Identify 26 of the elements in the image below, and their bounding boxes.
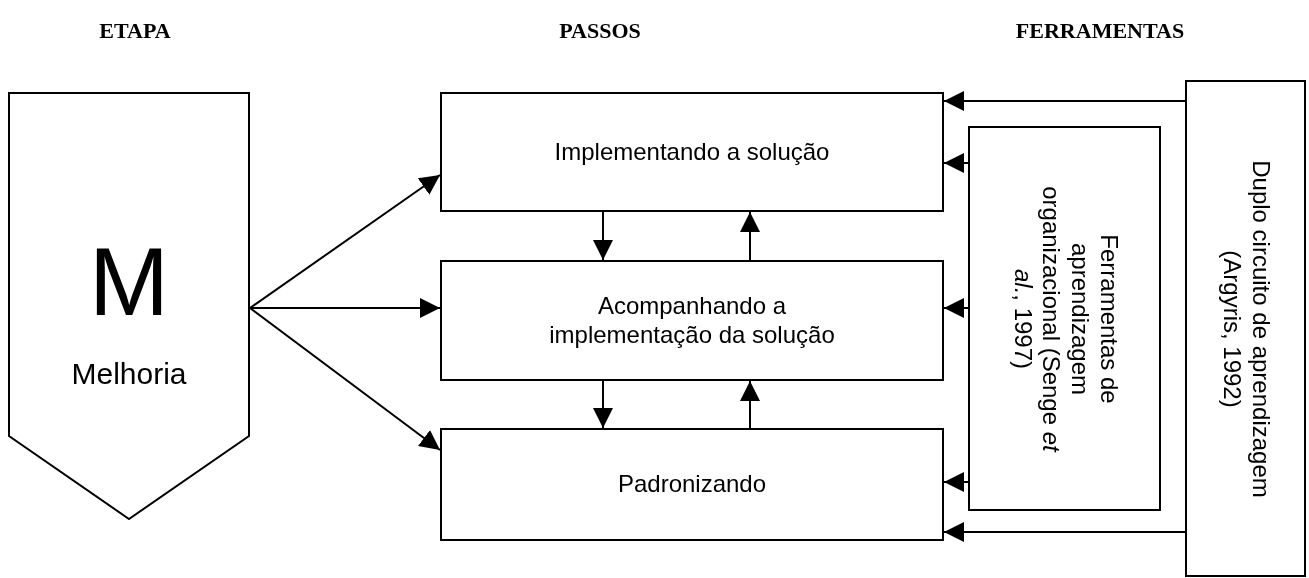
arrow [249,174,441,309]
arrow [593,211,613,261]
tool-box [1185,80,1306,577]
step-text: Acompanhando a implementação da solução [548,291,836,350]
arrow [943,522,1186,542]
arrow [943,91,1186,111]
step-box [440,428,944,541]
arrow [740,211,760,261]
step-box [440,260,944,381]
arrow [740,380,760,429]
arrow [249,298,441,318]
arrow [943,153,969,173]
column-heading: FERRAMENTAS [1015,18,1185,44]
arrow [943,472,969,492]
arrow [943,298,969,318]
step-text: Implementando a solução [554,137,830,167]
column-heading: ETAPA [99,18,171,44]
stage-letter: M [88,227,170,337]
stage-name: Melhoria [70,357,188,392]
tool-box [968,126,1161,511]
arrow [593,380,613,429]
column-heading: PASSOS [559,18,641,44]
step-text: Padronizando [617,470,767,499]
step-box [440,92,944,212]
arrow [249,307,441,451]
tool-text: Duplo circuito de aprendizagem (Argyris, 1992) [1217,158,1275,500]
